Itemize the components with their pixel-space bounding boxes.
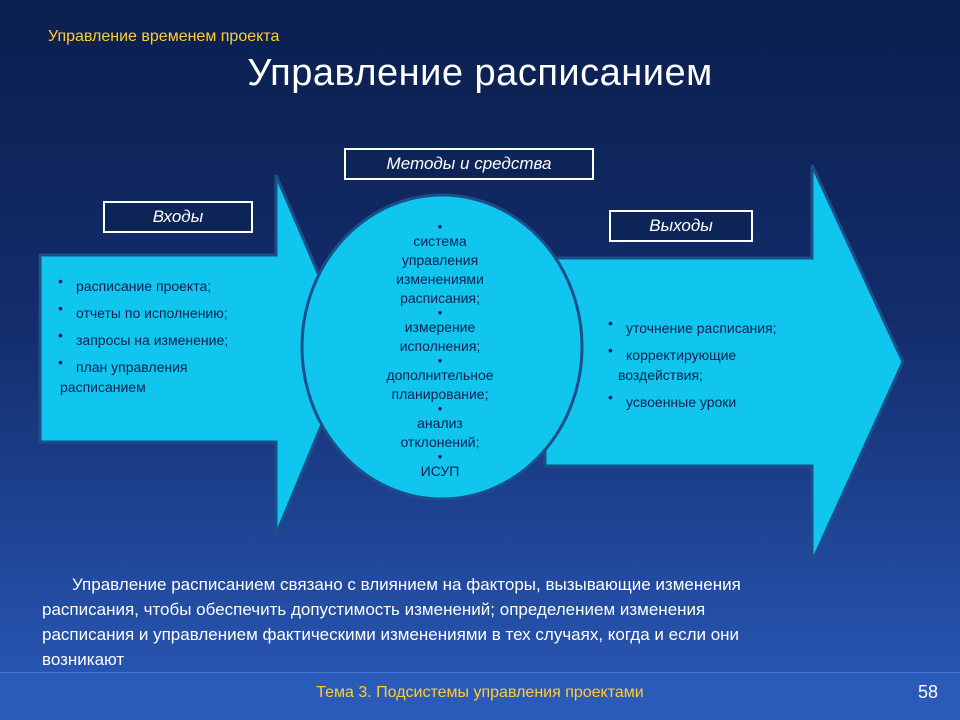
methods-item: • измерение исполнения; — [399, 305, 481, 354]
description-line: возникают — [42, 650, 125, 669]
description-line: расписания и управлением фактическими из… — [42, 625, 740, 644]
inputs-label: Входы — [103, 201, 253, 233]
outputs-item: корректирующие — [600, 341, 840, 364]
outputs-label: Выходы — [609, 210, 753, 242]
methods-item: • дополнительное планирование; — [386, 353, 494, 402]
methods-item: • анализ отклонений; — [400, 401, 480, 450]
methods-text: изменениями — [396, 271, 484, 287]
methods-text: ИСУП — [420, 463, 460, 479]
inputs-item-continuation: расписанием — [60, 379, 146, 395]
outputs-item: усвоенные уроки — [600, 388, 840, 411]
description-text: Управление расписанием связано с влияние… — [42, 572, 922, 672]
outputs-item-continuation: воздействия; — [618, 367, 703, 383]
page-number: 58 — [917, 682, 938, 702]
slide-title: Управление расписанием — [247, 52, 713, 94]
footer-topic: Тема 3. Подсистемы управления проектами — [316, 684, 644, 701]
outputs-item: уточнение расписания; — [600, 314, 840, 337]
methods-text: расписания; — [400, 290, 480, 306]
inputs-list: расписание проекта; отчеты по исполнению… — [50, 272, 300, 396]
methods-item: • ИСУП — [420, 449, 460, 479]
description-line: расписания, чтобы обеспечить допустимост… — [42, 600, 706, 619]
methods-text: дополнительное — [386, 367, 494, 383]
methods-text: исполнения; — [399, 338, 481, 354]
methods-list: • система управления изменениями расписа… — [340, 219, 540, 481]
methods-text: система — [413, 233, 467, 249]
methods-text: измерение — [404, 319, 476, 335]
methods-item: • система управления изменениями расписа… — [396, 219, 484, 306]
inputs-item: план управления — [50, 353, 300, 376]
methods-text: анализ — [417, 415, 463, 431]
section-subtitle: Управление временем проекта — [48, 28, 280, 45]
inputs-item: отчеты по исполнению; — [50, 299, 300, 322]
inputs-arrow — [38, 174, 354, 536]
methods-text: планирование; — [391, 386, 489, 402]
outputs-list: уточнение расписания; корректирующие воз… — [600, 314, 840, 420]
methods-label: Методы и средства — [344, 148, 594, 180]
description-line: Управление расписанием связано с влияние… — [72, 575, 741, 594]
inputs-item: расписание проекта; — [50, 272, 300, 295]
methods-text: управления — [401, 252, 479, 268]
methods-circle — [300, 193, 584, 501]
inputs-item: запросы на изменение; — [50, 326, 300, 349]
methods-text: отклонений; — [400, 434, 480, 450]
footer-bar — [0, 672, 960, 720]
